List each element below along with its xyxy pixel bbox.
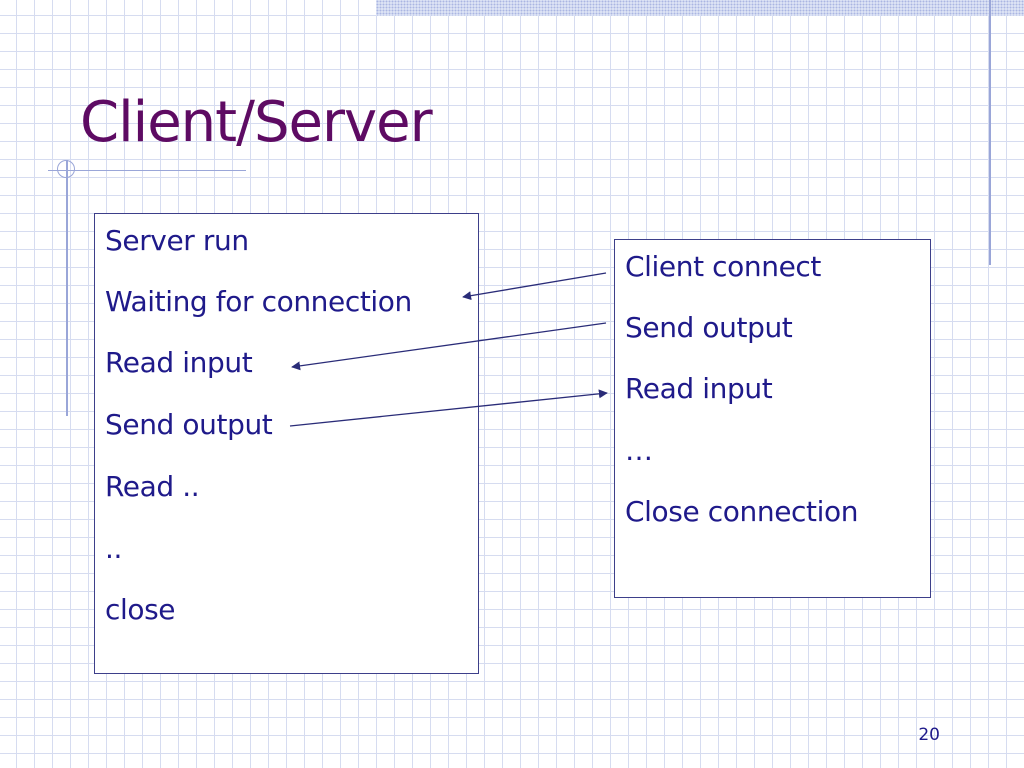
arrow-client-connect-to-waiting [462,272,607,301]
client-step-ellipsis: … [625,434,653,467]
client-step-client-connect: Client connect [625,250,821,283]
server-step-ellipsis: .. [105,532,123,565]
server-step-read: Read .. [105,470,200,503]
left-decorative-rule [66,160,68,416]
right-decorative-rule [989,0,991,265]
server-step-close: close [105,593,176,626]
top-decorative-band [376,0,1024,16]
page-number: 20 [918,725,940,745]
server-box [94,213,479,674]
client-step-read-input: Read input [625,372,773,405]
client-step-send-output: Send output [625,311,793,344]
server-step-server-run: Server run [105,224,249,257]
crosshair-icon [57,160,75,178]
client-box [614,239,931,598]
server-step-read-input: Read input [105,346,253,379]
client-step-close-connection: Close connection [625,495,859,528]
title-underline-rule [48,170,246,171]
server-step-send-output: Send output [105,408,273,441]
slide-title: Client/Server [80,90,433,155]
server-step-waiting-for-connection: Waiting for connection [105,285,412,318]
